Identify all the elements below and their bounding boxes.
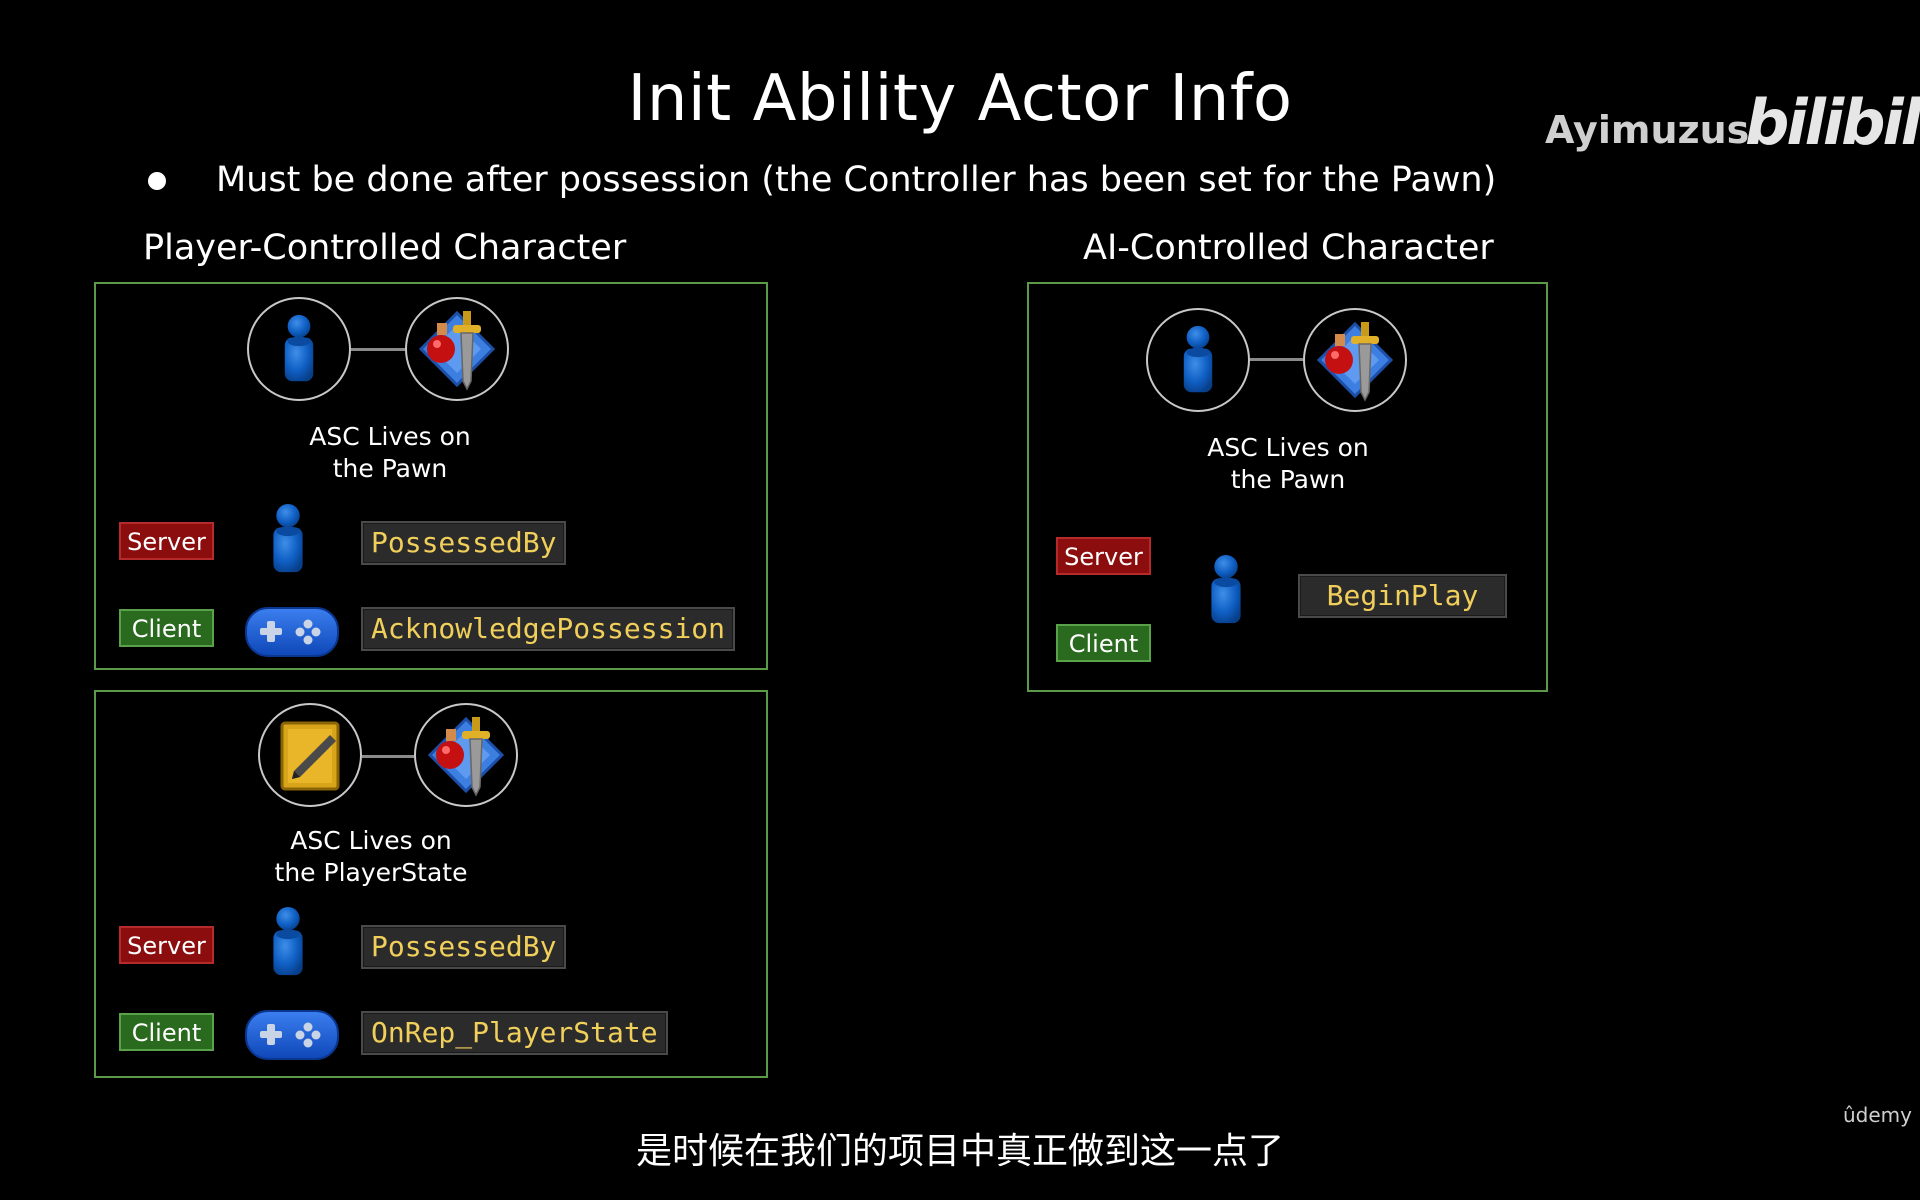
pawn-circle bbox=[247, 297, 351, 401]
function-possessedby: PossessedBy bbox=[361, 925, 567, 969]
ai-pawn-caption: ASC Lives on the Pawn bbox=[1178, 432, 1398, 496]
ability-system-icon bbox=[419, 309, 495, 391]
server-tag: Server bbox=[1056, 537, 1151, 575]
caption-line1: ASC Lives on bbox=[290, 826, 452, 855]
asc-circle bbox=[405, 297, 509, 401]
pawn-icon bbox=[1183, 325, 1213, 393]
playerstate-circle bbox=[258, 703, 362, 807]
pawn-icon bbox=[273, 503, 303, 573]
function-onrep-playerstate: OnRep_PlayerState bbox=[361, 1011, 668, 1055]
player-state-icon bbox=[280, 721, 340, 791]
connector-line bbox=[1250, 358, 1303, 361]
client-tag: Client bbox=[119, 1013, 214, 1051]
asc-circle bbox=[1303, 308, 1407, 412]
playerstate-caption: ASC Lives on the PlayerState bbox=[246, 825, 496, 889]
gamepad-icon bbox=[245, 607, 339, 657]
function-possessedby: PossessedBy bbox=[361, 521, 567, 565]
caption-line2: the Pawn bbox=[1230, 465, 1346, 494]
pawn-circle bbox=[1146, 308, 1250, 412]
asc-circle bbox=[414, 703, 518, 807]
client-tag: Client bbox=[119, 609, 214, 647]
function-beginplay: BeginPlay bbox=[1298, 574, 1507, 618]
ai-section-title: AI-Controlled Character bbox=[1083, 228, 1494, 268]
pawn-icon bbox=[284, 314, 314, 382]
caption-line2: the Pawn bbox=[332, 454, 448, 483]
server-tag: Server bbox=[119, 522, 214, 560]
player-section-title: Player-Controlled Character bbox=[143, 228, 627, 268]
caption-line1: ASC Lives on bbox=[1207, 433, 1369, 462]
connector-line bbox=[362, 755, 414, 758]
pawn-icon bbox=[1211, 554, 1241, 624]
player-pawn-panel bbox=[94, 282, 768, 670]
ability-system-icon bbox=[428, 715, 504, 797]
watermark-author: Ayimuzus bbox=[1545, 108, 1750, 152]
ai-pawn-panel bbox=[1027, 282, 1548, 692]
caption-line1: ASC Lives on bbox=[309, 422, 471, 451]
bullet-dot bbox=[148, 172, 166, 190]
client-tag: Client bbox=[1056, 624, 1151, 662]
caption-line2: the PlayerState bbox=[274, 858, 468, 887]
ability-system-icon bbox=[1317, 320, 1393, 402]
function-acknowledgepossession: AcknowledgePossession bbox=[361, 607, 736, 651]
connector-line bbox=[351, 348, 405, 351]
slide-title: Init Ability Actor Info bbox=[627, 62, 1293, 136]
video-subtitle: 是时候在我们的项目中真正做到这一点了 bbox=[635, 1131, 1284, 1172]
pawn-caption: ASC Lives on the Pawn bbox=[280, 421, 500, 485]
pawn-icon bbox=[273, 906, 303, 976]
player-playerstate-panel bbox=[94, 690, 768, 1078]
server-tag: Server bbox=[119, 926, 214, 964]
udemy-logo: ûdemy bbox=[1843, 1103, 1912, 1127]
bilibili-logo: bilibili bbox=[1745, 86, 1920, 159]
gamepad-icon bbox=[245, 1010, 339, 1060]
bullet-text: Must be done after possession (the Contr… bbox=[216, 160, 1497, 200]
